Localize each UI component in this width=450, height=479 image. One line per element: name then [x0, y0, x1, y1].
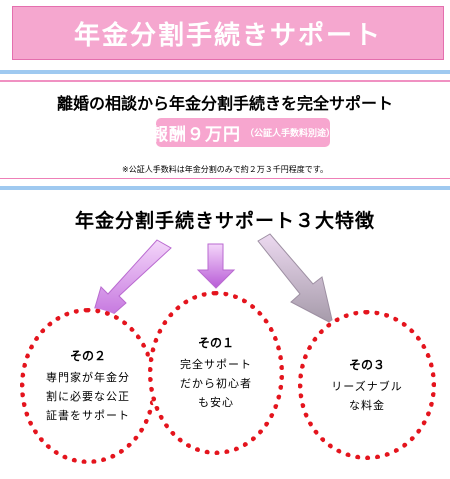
price-note: （公証人手数料別途） — [245, 129, 336, 139]
feature-2-line-3: 証書をサポート — [46, 409, 130, 422]
service-lead-text: 離婚の相談から年金分割手続きを完全サポート — [56, 94, 393, 113]
divider-blue-top — [0, 70, 450, 74]
feature-1-line-3: も安心 — [198, 396, 234, 409]
price-badge: 報酬９万円 （公証人手数料別途） — [151, 118, 335, 147]
divider-pink-top — [0, 80, 450, 82]
feature-3-number: その３ — [348, 357, 385, 372]
feature-3-line-1: リーズナブル — [331, 379, 403, 393]
feature-circle-2: その２ 専門家が年金分 割に必要な公正 証書をサポート — [20, 308, 156, 464]
arrow-right — [257, 233, 334, 325]
divider-pink-mid — [0, 178, 450, 179]
feature-2-line-1: 専門家が年金分 — [46, 371, 130, 384]
divider-blue-mid — [0, 186, 450, 190]
feature-1-line-1: 完全サポート — [180, 358, 252, 371]
feature-circle-1: その１ 完全サポート だから初心者 も安心 — [148, 291, 284, 455]
feature-2-line-2: 割に必要な公正 — [46, 390, 130, 403]
arrow-center — [196, 243, 236, 289]
feature-circle-3: その３ リーズナブル な料金 — [298, 310, 436, 460]
features-title: 年金分割手続きサポート３大特徴 — [74, 210, 375, 232]
feature-1-line-2: だから初心者 — [180, 377, 252, 390]
price-amount: 報酬９万円 — [151, 125, 241, 145]
fee-footnote: ※公証人手数料は年金分割のみで約２万３千円程度です。 — [122, 165, 328, 174]
page-title: 年金分割手続きサポート — [73, 20, 382, 51]
feature-1-number: その１ — [197, 336, 234, 350]
feature-2-number: その２ — [69, 349, 106, 363]
page-header-banner: 年金分割手続きサポート — [12, 6, 444, 60]
feature-3-line-2: な料金 — [349, 398, 385, 412]
